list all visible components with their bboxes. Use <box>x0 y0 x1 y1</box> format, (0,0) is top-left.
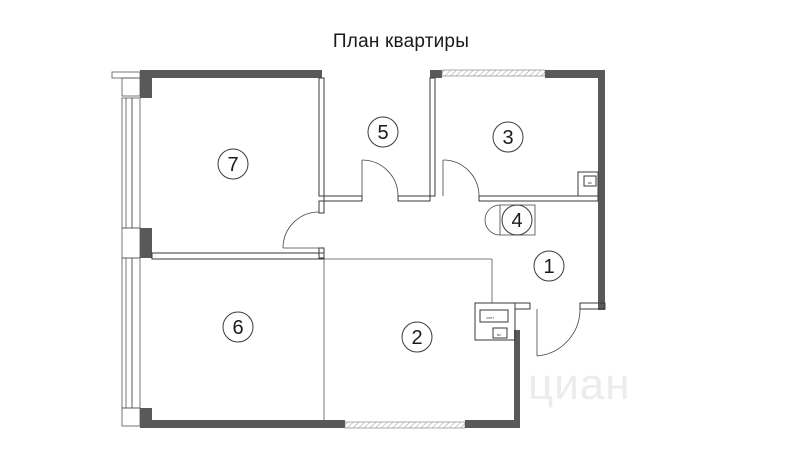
room-7-label: 7 <box>227 154 238 176</box>
left-windows <box>111 71 141 427</box>
room-4-marker: 4 <box>501 204 533 236</box>
interior-walls <box>151 77 606 420</box>
outer-walls <box>140 69 605 429</box>
room-3-label: 3 <box>502 127 513 149</box>
svg-text:вк: вк <box>497 332 501 337</box>
room-5-label: 5 <box>377 122 388 144</box>
room-4-label: 4 <box>511 210 522 232</box>
room-6-marker: 6 <box>222 311 254 343</box>
fixtures: зонт вк вк <box>486 180 592 337</box>
room-5-marker: 5 <box>367 116 399 148</box>
room-1-marker: 1 <box>533 250 565 282</box>
plan-title: План квартиры <box>332 31 470 52</box>
svg-text:зонт: зонт <box>486 315 494 320</box>
room-7-marker: 7 <box>217 148 249 180</box>
room-1-label: 1 <box>543 256 554 278</box>
watermark-logo: циан <box>528 360 631 409</box>
room-6-label: 6 <box>232 317 243 339</box>
room-2-label: 2 <box>411 327 422 349</box>
doors <box>282 159 581 357</box>
room-2-marker: 2 <box>401 321 433 353</box>
room-3-marker: 3 <box>492 121 524 153</box>
svg-text:вк: вк <box>588 180 592 185</box>
